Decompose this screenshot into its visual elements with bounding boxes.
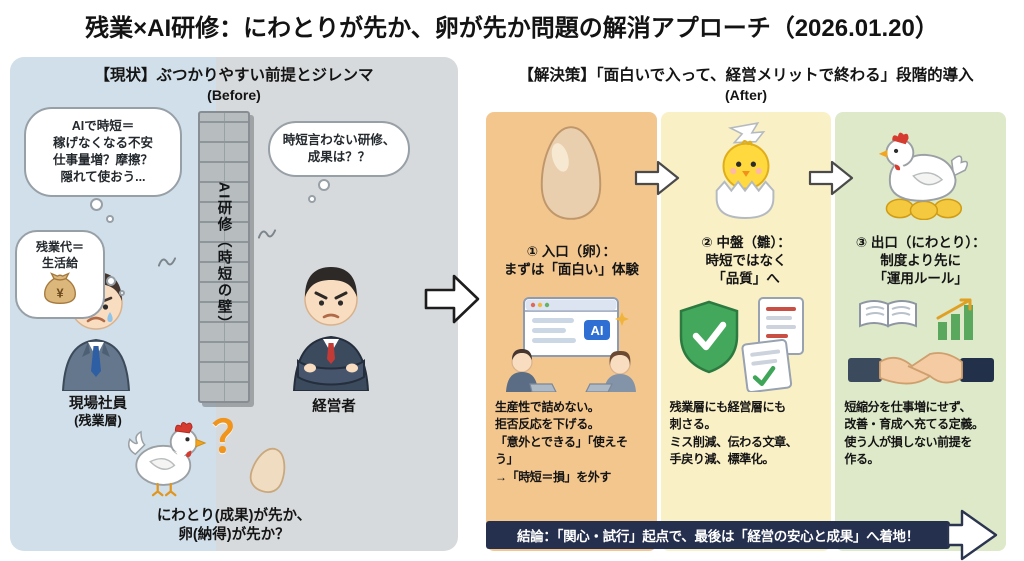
step-arrow-2-icon bbox=[808, 160, 854, 196]
left-sleeve bbox=[847, 358, 882, 382]
step-1-column: ① 入口（卵）： まずは「面白い」体験 AI bbox=[486, 112, 657, 551]
step-1-title: ① 入口（卵）： まずは「面白い」体験 bbox=[504, 230, 639, 292]
wall-label: AI研修（時短の壁） bbox=[215, 181, 232, 333]
chicken-egg-question: にわとり(成果)が先か、 卵(納得)が先か？ bbox=[156, 508, 312, 543]
step-2-title-text: ② 中盤（雛）： 時短ではなく 「品質」へ bbox=[701, 234, 791, 287]
egg-large-icon bbox=[541, 126, 602, 220]
step-2-illustration-area bbox=[671, 294, 821, 392]
step-3-icon-area bbox=[871, 116, 971, 230]
worker-thought-text: AIで時短＝ 稼げなくなる不安 仕事量増？摩擦？ 隠れて使おう... bbox=[52, 119, 153, 184]
ai-training-wall: AI研修（時短の壁） bbox=[198, 111, 250, 403]
manager-illustration bbox=[292, 267, 370, 392]
ai-training-illustration: AI bbox=[506, 297, 637, 392]
before-after-arrow bbox=[424, 274, 480, 324]
worker-sublabel: (残業層) bbox=[74, 413, 122, 429]
handshake-growth-illustration bbox=[847, 298, 994, 385]
egg-figure bbox=[240, 440, 295, 505]
yen-symbol: ¥ bbox=[56, 286, 64, 301]
before-phase-label: (Before) bbox=[207, 87, 261, 104]
overtime-pay-text: 残業代＝ 生活給 bbox=[35, 240, 84, 271]
after-phase-label: (After) bbox=[725, 87, 767, 104]
thought-trail-dot bbox=[119, 290, 125, 296]
hatching-chick-icon bbox=[715, 122, 775, 219]
step-3-title: ③ 出口（にわとり）： 制度より先に 「運用ルール」 bbox=[856, 230, 986, 292]
page-title: 残業×AI研修：にわとりが先か、卵が先か問題の解消アプローチ（2026.01.2… bbox=[85, 15, 939, 42]
ai-badge bbox=[584, 320, 611, 340]
step-2-title: ② 中盤（雛）： 時短ではなく 「品質」へ bbox=[701, 230, 790, 292]
manager-thought-bubble: 時短言わない研修、成果は？？ bbox=[268, 121, 410, 203]
chicken-figure bbox=[124, 417, 210, 502]
money-bag-icon: ¥ bbox=[44, 272, 76, 305]
step-3-column: ③ 出口（にわとり）： 制度より先に 「運用ルール」 bbox=[835, 112, 1007, 551]
worker-name-label: 現場社員 (残業層) bbox=[40, 395, 156, 429]
manager-figure bbox=[278, 243, 384, 396]
thought-trail-dot bbox=[90, 197, 103, 211]
thought-trail-dot bbox=[308, 194, 316, 203]
step-3-title-text: ③ 出口（にわとり）： 制度より先に 「運用ルール」 bbox=[855, 234, 986, 287]
step-1-title-text: ① 入口（卵）： まずは「面白い」体験 bbox=[503, 243, 639, 277]
handshake-icon bbox=[878, 352, 963, 385]
sparkle-icon bbox=[615, 312, 630, 326]
stress-squiggle-icon bbox=[157, 257, 177, 267]
step-3-illustration-area bbox=[846, 294, 996, 392]
step-1-description: 生産性で詰めない。 拒否反応を下げる。 「意外とできる」「使えそう」 →「時短＝… bbox=[495, 400, 628, 484]
thought-trail-dot bbox=[106, 214, 114, 223]
shield-icon bbox=[679, 300, 739, 374]
ai-badge-text: AI bbox=[591, 323, 604, 338]
conclusion-banner: 結論：「関心・試行」起点で、最後は「経営の安心と成果」へ着地！ bbox=[486, 521, 950, 549]
step-2-icon-area bbox=[701, 116, 791, 230]
after-heading: 【解決策】「面白いで入って、経営メリットで終わる」段階的導入 bbox=[518, 67, 974, 84]
manager-thought-text: 時短言わない研修、成果は？？ bbox=[282, 133, 396, 164]
chicken-icon bbox=[128, 422, 207, 497]
thought-trail-dot bbox=[318, 178, 330, 191]
step-2-column: ② 中盤（雛）： 時短ではなく 「品質」へ bbox=[660, 112, 832, 551]
manager-name-label: 経営者 bbox=[312, 399, 356, 415]
after-panel-header: 【解決策】「面白いで入って、経営メリットで終わる」段階的導入 (After) bbox=[478, 57, 1014, 104]
thought-trail-dot bbox=[106, 276, 116, 286]
overtime-pay-bubble: 残業代＝ 生活給 ¥ bbox=[15, 230, 125, 320]
egg-icon bbox=[249, 447, 286, 493]
worker-thought-bubble: AIで時短＝ 稼げなくなる不安 仕事量増？摩擦？ 隠れて使おう... bbox=[24, 107, 182, 223]
right-sleeve bbox=[959, 358, 994, 382]
quality-shield-illustration bbox=[679, 297, 804, 392]
step-3-description: 短縮分を仕事増にせず、 改善・育成へ充てる定義。 使う人が損しない前提を 作る。 bbox=[844, 400, 984, 467]
before-panel: 【現状】ぶつかりやすい前提とジレンマ (Before) AIで時短＝ 稼げなくな… bbox=[10, 57, 458, 551]
step-1-illustration-area: AI bbox=[496, 294, 646, 392]
conclusion-arrow-icon bbox=[946, 509, 998, 561]
after-panel: 【解決策】「面白いで入って、経営メリットで終わる」段階的導入 (After) ①… bbox=[478, 57, 1014, 561]
stress-squiggle-icon bbox=[257, 229, 277, 239]
step-1-icon-area bbox=[532, 116, 610, 230]
hen-on-eggs-icon bbox=[878, 132, 968, 220]
step-2-description: 残業層にも経営層にも 刺さる。 ミス削減、伝わる文章、 手戻り減、標準化。 bbox=[669, 400, 798, 467]
worker-name: 現場社員 bbox=[69, 396, 127, 412]
step-columns: ① 入口（卵）： まずは「面白い」体験 AI bbox=[486, 112, 1007, 551]
before-heading: 【現状】ぶつかりやすい前提とジレンマ bbox=[94, 67, 374, 84]
step-arrow-1-icon bbox=[634, 160, 680, 196]
before-panel-header: 【現状】ぶつかりやすい前提とジレンマ (Before) bbox=[10, 57, 458, 104]
conclusion-text: 結論：「関心・試行」起点で、最後は「経営の安心と成果」へ着地！ bbox=[517, 529, 919, 544]
question-mark: ？ bbox=[212, 413, 256, 462]
